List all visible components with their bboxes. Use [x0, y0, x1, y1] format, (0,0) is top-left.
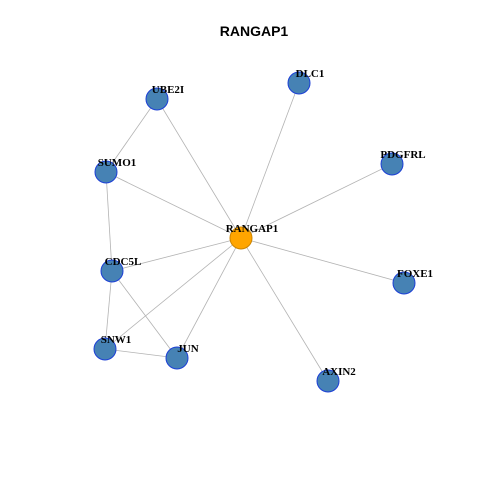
edge-rangap1-foxe1	[240, 237, 405, 284]
edge-ube2i-sumo1	[105, 98, 158, 173]
edge-rangap1-snw1	[104, 237, 242, 350]
node-label-snw1: SNW1	[101, 334, 132, 346]
node-label-jun: JUN	[177, 343, 198, 355]
node-layer	[93, 71, 416, 393]
edge-rangap1-axin2	[240, 237, 329, 382]
node-label-foxe1: FOXE1	[397, 268, 433, 280]
node-label-sumo1: SUMO1	[98, 157, 137, 169]
node-label-dlc1: DLC1	[296, 68, 325, 80]
edge-rangap1-jun	[176, 237, 242, 359]
node-ube2i	[145, 87, 169, 111]
edge-rangap1-cdc5l	[111, 237, 242, 272]
node-rangap1	[229, 226, 253, 250]
node-sumo1	[94, 160, 118, 184]
node-label-axin2: AXIN2	[322, 366, 356, 378]
edge-rangap1-sumo1	[105, 171, 242, 239]
edge-cdc5l-snw1	[104, 270, 113, 350]
diagram-title: RANGAP1	[220, 23, 289, 39]
node-cdc5l	[100, 259, 124, 283]
edge-rangap1-ube2i	[156, 98, 242, 239]
edge-sumo1-cdc5l	[105, 171, 113, 272]
node-label-pdgfrl: PDGFRL	[380, 149, 425, 161]
node-snw1	[93, 337, 117, 361]
node-axin2	[316, 369, 340, 393]
node-label-ube2i: UBE2I	[152, 84, 184, 96]
node-jun	[165, 346, 189, 370]
node-label-cdc5l: CDC5L	[105, 256, 142, 268]
node-pdgfrl	[380, 152, 404, 176]
edge-layer	[104, 82, 405, 382]
edge-rangap1-pdgfrl	[240, 163, 393, 239]
node-foxe1	[392, 271, 416, 295]
edge-rangap1-dlc1	[240, 82, 300, 239]
edge-snw1-jun	[104, 348, 178, 359]
node-dlc1	[287, 71, 311, 95]
edge-cdc5l-jun	[111, 270, 178, 359]
node-label-rangap1: RANGAP1	[226, 223, 279, 235]
